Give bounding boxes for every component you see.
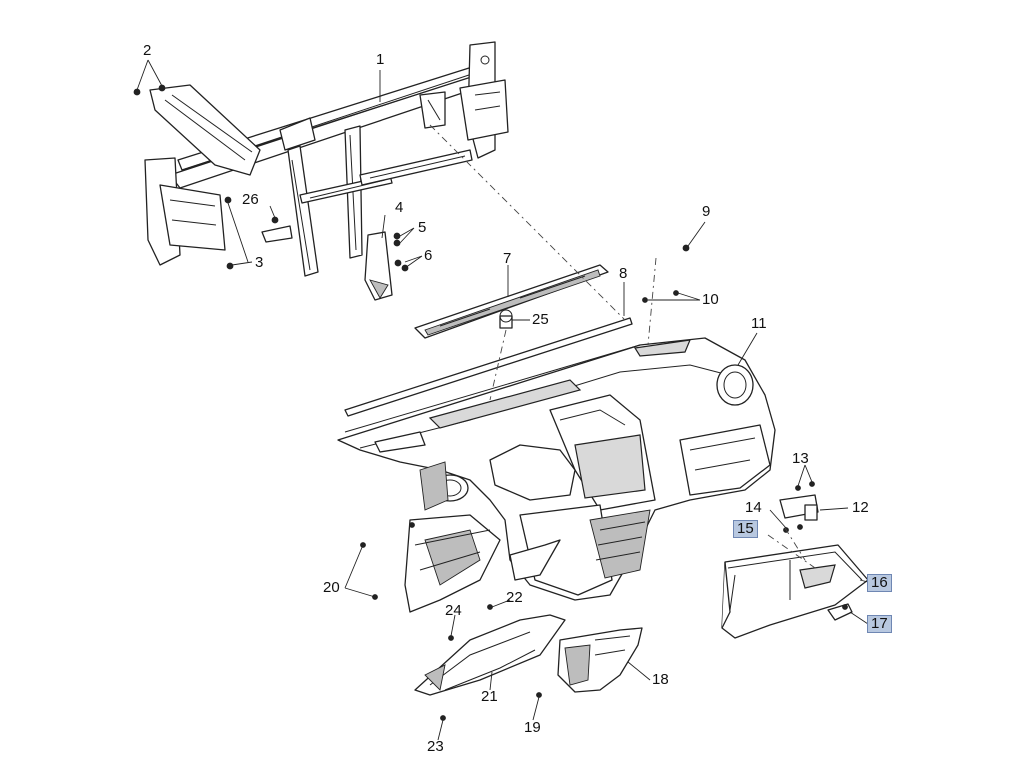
callout-5: 5: [418, 219, 427, 236]
callout-7: 7: [503, 250, 512, 267]
callout-15: 15: [733, 520, 758, 538]
defroster-grille: [344, 264, 633, 417]
callout-8: 8: [619, 265, 628, 282]
callout-17: 17: [867, 615, 892, 633]
left-lower-panel: [360, 514, 501, 613]
callout-12: 12: [852, 499, 869, 516]
callout-19: 19: [524, 719, 541, 736]
callout-14: 14: [745, 499, 762, 516]
callout-16: 16: [867, 574, 892, 592]
callout-21: 21: [481, 688, 498, 705]
callout-10: 10: [702, 291, 719, 308]
callout-9: 9: [702, 203, 711, 220]
callout-3: 3: [255, 254, 264, 271]
callout-1: 1: [376, 51, 385, 68]
callout-11: 11: [751, 315, 767, 332]
knee-bolster: [414, 539, 566, 721]
cross-car-beam: [133, 41, 509, 301]
callout-24: 24: [445, 602, 462, 619]
callout-26: 26: [242, 191, 259, 208]
callout-2: 2: [143, 42, 152, 59]
callout-4: 4: [395, 199, 404, 216]
callout-22: 22: [506, 589, 523, 606]
callout-6: 6: [424, 247, 433, 264]
lower-center-trim: [536, 627, 643, 698]
callout-25: 25: [532, 311, 549, 328]
instrument-panel: [337, 337, 776, 601]
callout-23: 23: [427, 738, 444, 755]
callout-20: 20: [323, 579, 340, 596]
callout-13: 13: [792, 450, 809, 467]
callout-18: 18: [652, 671, 669, 688]
glove-box: [721, 481, 869, 639]
